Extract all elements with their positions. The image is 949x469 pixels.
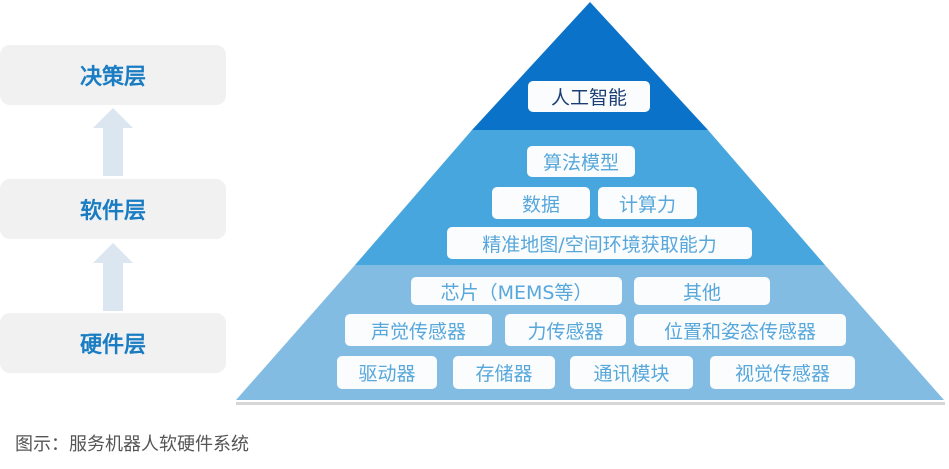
layer-hardware: 硬件层 [0,313,226,373]
figure-caption: 图示：服务机器人软硬件系统 [15,434,249,455]
layer-label: 硬件层 [79,333,146,358]
pill-chip: 芯片（MEMS等） [411,277,622,305]
pill-storage: 存储器 [453,356,555,389]
pill-map: 精准地图/空间环境获取能力 [447,227,752,259]
pill-force-sensor: 力传感器 [505,314,626,346]
pill-ai: 人工智能 [528,81,650,112]
pyramid-shadow [236,402,945,405]
pill-acoustic-sensor: 声觉传感器 [345,314,492,346]
pill-vision-sensor: 视觉传感器 [710,356,855,389]
up-arrow-icon [93,243,133,311]
pill-compute: 计算力 [598,187,697,219]
pill-other: 其他 [634,277,770,305]
pill-algorithm: 算法模型 [527,146,635,177]
layer-label: 软件层 [79,199,146,224]
up-arrow-icon [93,108,133,176]
layer-label: 决策层 [79,65,146,90]
pill-pose-sensor: 位置和姿态传感器 [634,314,846,346]
layer-decision: 决策层 [0,45,226,105]
pill-driver: 驱动器 [337,356,437,389]
pill-data: 数据 [492,187,590,219]
pill-communication: 通讯模块 [570,356,693,389]
layer-software: 软件层 [0,179,226,239]
